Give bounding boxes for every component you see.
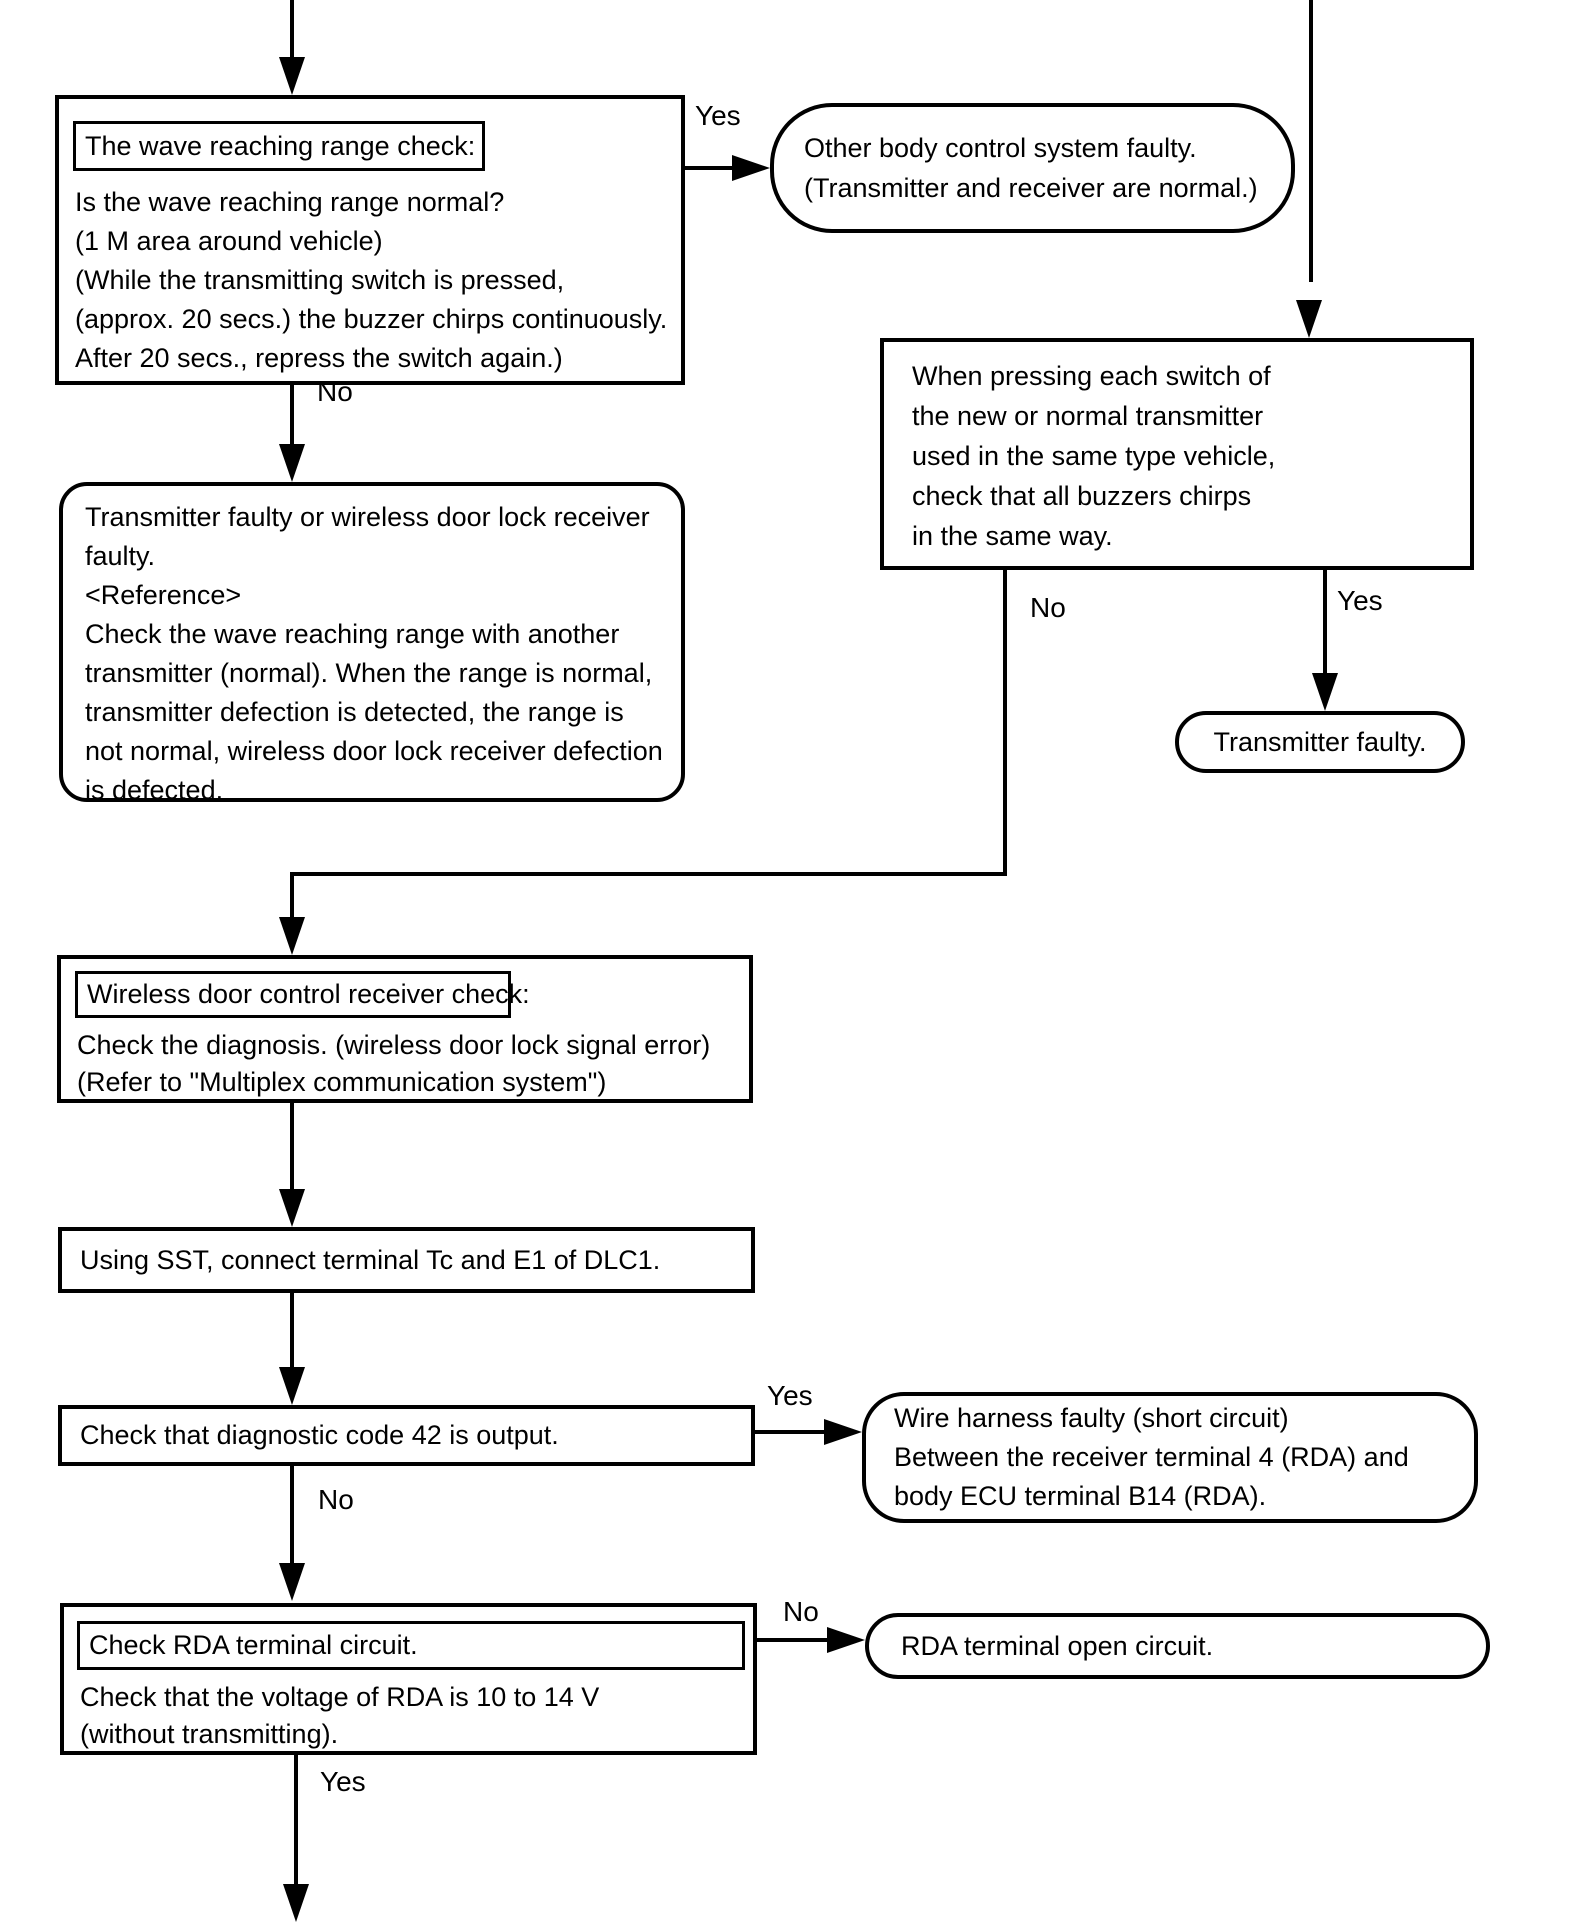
node-title-box: Check RDA terminal circuit. [77,1621,745,1670]
connector-line [294,1755,298,1887]
arrowhead-down-icon [1296,300,1322,338]
arrowhead-right-icon [732,155,770,181]
edge-label-no: No [318,1484,354,1515]
node-sst-connect: Using SST, connect terminal Tc and E1 of… [58,1227,755,1293]
text-line: Check the diagnosis. (wireless door lock… [77,1030,711,1060]
text-line: When pressing each switch of [912,361,1271,391]
arrowhead-right-icon [824,1419,862,1445]
edge-label-yes: Yes [767,1380,813,1411]
connector-line [1003,570,1007,876]
node-rda-open-circuit: RDA terminal open circuit. [865,1613,1490,1679]
arrowhead-down-icon [283,1884,309,1922]
node-other-body-system-faulty: Other body control system faulty. (Trans… [770,103,1295,233]
arrowhead-down-icon [279,1367,305,1405]
text-line: (Transmitter and receiver are normal.) [804,173,1258,203]
text-line: Other body control system faulty. [804,133,1197,163]
text-line: Check that diagnostic code 42 is output. [80,1420,559,1450]
edge-label-no: No [1030,592,1066,623]
text-line: Between the receiver terminal 4 (RDA) an… [894,1442,1409,1472]
arrowhead-down-icon [279,1189,305,1227]
node-transmitter-faulty: Transmitter faulty. [1175,711,1465,773]
node-rda-terminal-check: Check RDA terminal circuit. Check that t… [60,1603,757,1755]
node-body-text: Check the diagnosis. (wireless door lock… [77,1027,710,1101]
edge-label-no: No [783,1596,819,1627]
node-body-text: Transmitter faulty or wireless door lock… [85,498,663,810]
connector-line [1323,570,1327,675]
node-title-box: Wireless door control receiver check: [75,971,530,1018]
text-line: check that all buzzers chirps [912,481,1252,511]
edge-label-yes: Yes [320,1766,366,1797]
connector-line [685,166,735,170]
node-transmitter-or-receiver-faulty: Transmitter faulty or wireless door lock… [59,482,685,805]
text-line: faulty. [85,541,156,571]
connector-line [1309,0,1313,282]
text-line: transmitter (normal). When the range is … [85,658,653,688]
connector-line [291,872,1007,876]
connector-line [290,0,294,60]
node-body-text: Is the wave reaching range normal? (1 M … [75,183,667,378]
text-line: After 20 secs., repress the switch again… [75,343,563,373]
text-line: used in the same type vehicle, [912,441,1276,471]
text-line: not normal, wireless door lock receiver … [85,736,663,766]
node-title-box: The wave reaching range check: [73,121,485,171]
text-line: (Refer to "Multiplex communication syste… [77,1067,607,1097]
text-line: transmitter defection is detected, the r… [85,697,624,727]
text-line: body ECU terminal B14 (RDA). [894,1481,1267,1511]
text-line: Transmitter faulty or wireless door lock… [85,502,650,532]
arrowhead-down-icon [279,1563,305,1601]
edge-label-yes: Yes [1337,585,1383,616]
connector-line [755,1430,825,1434]
arrowhead-right-icon [827,1627,865,1653]
text-line: Using SST, connect terminal Tc and E1 of… [80,1244,661,1275]
node-title: Check RDA terminal circuit. [89,1630,418,1660]
text-line: Transmitter faulty. [1213,726,1427,757]
text-line: RDA terminal open circuit. [901,1630,1214,1661]
text-line: <Reference> [85,580,242,610]
node-body-text: Check that the voltage of RDA is 10 to 1… [80,1679,599,1753]
text-line: in the same way. [912,521,1113,551]
text-line: (approx. 20 secs.) the buzzer chirps con… [75,304,668,334]
connector-line [290,385,294,447]
connector-line [290,1292,294,1369]
text-line: is defected. [85,775,224,805]
edge-label-yes: Yes [695,100,741,131]
arrowhead-down-icon [279,57,305,95]
text-line: (1 M area around vehicle) [75,226,383,256]
node-title: Wireless door control receiver check: [87,979,530,1009]
node-same-type-transmitter-check: When pressing each switch of the new or … [880,338,1474,570]
connector-line [757,1638,829,1642]
node-body-text: When pressing each switch of the new or … [912,356,1275,556]
arrowhead-down-icon [1312,673,1338,711]
node-diagnostic-code-42: Check that diagnostic code 42 is output. [58,1405,755,1466]
connector-line [290,872,294,920]
node-wire-harness-faulty: Wire harness faulty (short circuit) Betw… [862,1392,1478,1523]
text-line: (While the transmitting switch is presse… [75,265,565,295]
node-wireless-door-receiver-check: Wireless door control receiver check: Ch… [57,955,753,1103]
node-title: The wave reaching range check: [85,130,476,161]
text-line: the new or normal transmitter [912,401,1264,431]
connector-line [290,1466,294,1566]
arrowhead-down-icon [279,444,305,482]
text-line: Check that the voltage of RDA is 10 to 1… [80,1682,600,1712]
text-line: Wire harness faulty (short circuit) [894,1403,1289,1433]
connector-line [290,1103,294,1191]
text-line: Is the wave reaching range normal? [75,187,505,217]
arrowhead-down-icon [279,917,305,955]
node-wave-range-check: The wave reaching range check: Is the wa… [55,95,685,385]
text-line: Check the wave reaching range with anoth… [85,619,620,649]
text-line: (without transmitting). [80,1719,339,1749]
